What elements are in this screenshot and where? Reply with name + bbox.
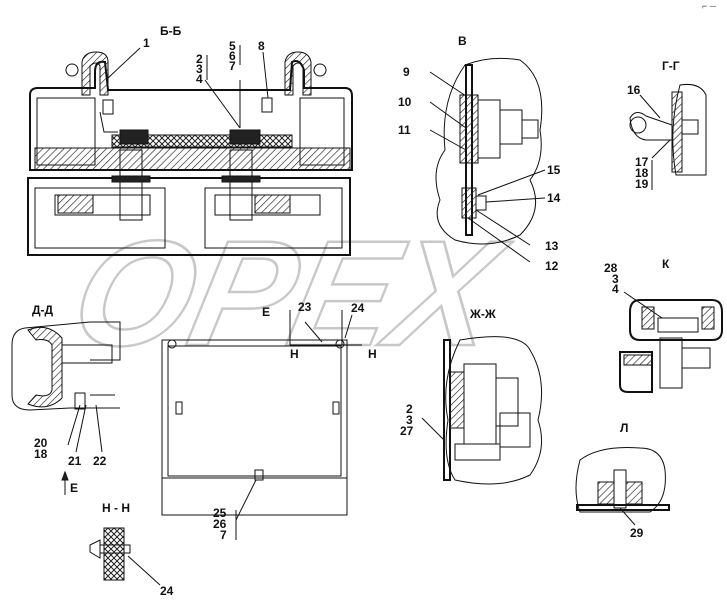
callout-7b: 7 [220, 528, 227, 542]
callout-13: 13 [545, 239, 559, 253]
callout-3-zh: 3 [406, 413, 413, 427]
callout-29: 29 [630, 526, 644, 540]
callout-19: 19 [635, 177, 649, 191]
section-zhzh-title: Ж-Ж [469, 307, 496, 321]
callout-12: 12 [545, 259, 559, 273]
callout-2-zh: 2 [406, 402, 413, 416]
section-dd-title: Д-Д [32, 303, 54, 317]
section-e-title: Е [262, 305, 270, 319]
callout-17: 17 [635, 155, 649, 169]
callout-15: 15 [547, 163, 561, 177]
callout-11: 11 [398, 123, 411, 137]
section-l-view: Л [575, 421, 670, 526]
callout-6: 6 [229, 49, 236, 63]
section-v-view: В [429, 34, 546, 263]
callout-3: 3 [196, 62, 203, 76]
callout-24a: 24 [351, 301, 365, 315]
callout-23: 23 [298, 300, 312, 314]
callout-28-3: 3 [612, 272, 619, 286]
callout-9: 9 [403, 65, 410, 79]
callout-25: 25 [213, 506, 227, 520]
callout-18: 18 [635, 166, 649, 180]
section-nn-title: Н - Н [102, 501, 130, 515]
section-k-view: К [619, 257, 723, 393]
callout-7: 7 [229, 59, 236, 73]
section-l-title: Л [620, 421, 628, 435]
section-bb-view: Б-Б [27, 24, 353, 256]
marker-h1: Н [290, 347, 299, 361]
callout-2: 2 [196, 52, 203, 66]
callout-18b: 18 [34, 447, 48, 461]
callout-20: 20 [34, 436, 48, 450]
callout-28-4: 4 [612, 282, 619, 296]
section-bb-title: Б-Б [160, 24, 182, 38]
callout-5: 5 [229, 39, 236, 53]
corner-mark: ⌐ ─ [702, 1, 717, 11]
callout-14: 14 [547, 191, 561, 205]
callout-21: 21 [68, 454, 82, 468]
section-k-title: К [662, 257, 670, 271]
callout-10: 10 [398, 95, 412, 109]
section-dd-view: Д-Д [11, 303, 121, 495]
callout-24b: 24 [160, 584, 174, 598]
callout-28: 28 [604, 261, 618, 275]
marker-e: Е [70, 481, 78, 495]
callout-4: 4 [196, 72, 203, 86]
callout-22: 22 [93, 454, 107, 468]
section-gg-view: Г-Г [629, 59, 707, 190]
section-gg-title: Г-Г [662, 59, 680, 73]
callout-8: 8 [258, 39, 265, 53]
section-zhzh-view: Ж-Ж [421, 307, 543, 485]
marker-h2: Н [368, 347, 377, 361]
section-nn-view: Н - Н [89, 501, 161, 586]
callout-1: 1 [143, 36, 150, 50]
section-e-view: Е [161, 305, 362, 540]
callout-26: 26 [213, 517, 227, 531]
callout-16: 16 [627, 83, 641, 97]
section-v-title: В [458, 34, 467, 48]
callout-27: 27 [400, 424, 414, 438]
